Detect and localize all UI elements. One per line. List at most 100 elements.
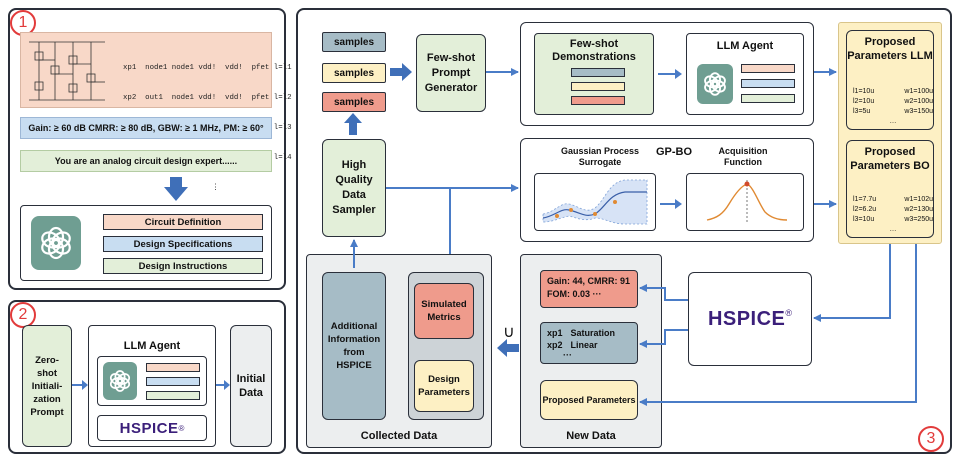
param-value: w2=130u — [904, 206, 933, 213]
param-row: l1=10u w1=100u — [853, 87, 933, 97]
proposed-bo-values: l1=7.7u w1=102u l2=6.2u w2=130u l3=10u w… — [853, 195, 933, 235]
gp-bo-title: GP-BO — [656, 146, 693, 158]
param-value: w3=250u — [904, 216, 933, 223]
design-parameters-label: Design Parameters — [418, 374, 470, 398]
acquisition-plot-icon — [706, 180, 788, 224]
param-value: w3=150u — [904, 108, 933, 115]
section-number-2: 2 — [10, 302, 36, 328]
simulated-metrics-label: Simulated Metrics — [421, 299, 467, 323]
param-value: l1=10u — [853, 88, 875, 95]
demo-bar — [571, 96, 625, 105]
gp-surrogate-plot — [534, 173, 656, 231]
prompt-bundle: Circuit Definition Design Specifications… — [20, 205, 272, 281]
param-value: w2=100u — [904, 98, 933, 105]
llm-input-bar — [741, 79, 795, 88]
chatgpt-logo-icon — [697, 64, 733, 104]
demo-bar — [571, 82, 625, 91]
acquisition-function-label: Acquisition Function — [718, 146, 768, 167]
hspice-logo-text: HSPICE — [119, 419, 179, 437]
samples-box-2: samples — [322, 63, 386, 83]
zero-shot-prompt-box: Zero-shot Initiali-zation Prompt — [22, 325, 72, 447]
proposed-parameters-card: Proposed Parameters — [540, 380, 638, 420]
param-ellipsis: … — [889, 226, 897, 233]
param-value: l2=10u — [853, 98, 875, 105]
hspice-box-panel2: HSPICE® — [97, 415, 207, 441]
arrow-icon — [216, 380, 230, 390]
proposed-llm-box: Proposed Parameters LLM l1=10u w1=100u l… — [846, 30, 934, 130]
param-value: l3=5u — [853, 108, 871, 115]
arrow-icon — [72, 380, 88, 390]
op-device: xp2 — [547, 340, 563, 350]
additional-info-box: Additional Information from HSPICE — [322, 272, 386, 420]
spec-text: Gain: ≥ 60 dB CMRR: ≥ 80 dB, GBW: ≥ 1 MH… — [28, 123, 264, 133]
initial-data-label: Initial Data — [236, 373, 266, 399]
up-arrow-icon — [344, 113, 362, 135]
llm-input-bar — [146, 391, 200, 400]
few-shot-prompt-generator-box: Few-shot Prompt Generator — [416, 34, 486, 112]
param-value: l3=10u — [853, 216, 875, 223]
left-arrow-icon — [497, 339, 519, 357]
high-quality-data-sampler-label: High Quality Data Sampler — [332, 159, 376, 216]
param-row: l1=7.7u w1=102u — [853, 195, 933, 205]
acquisition-plot — [686, 173, 804, 231]
netlist-line: xp2 out1 node1 vdd! vdd! pfet l=l2 w=w2 — [123, 94, 314, 102]
metrics-line: FOM: 0.03 ··· — [547, 289, 602, 299]
param-row: l3=10u w3=250u — [853, 215, 933, 225]
chatgpt-logo-icon — [103, 362, 137, 400]
simulated-metrics-box: Simulated Metrics — [414, 283, 474, 339]
union-symbol: ∪ — [503, 324, 515, 341]
specification-card: Gain: ≥ 60 dB CMRR: ≥ 80 dB, GBW: ≥ 1 MH… — [20, 117, 272, 139]
samples-box-1: samples — [322, 32, 386, 52]
proposed-bo-box: Proposed Parameters BO l1=7.7u w1=102u l… — [846, 140, 934, 238]
param-row: l2=10u w2=100u — [853, 97, 933, 107]
few-shot-prompt-generator-label: Few-shot Prompt Generator — [424, 51, 478, 94]
arrow-icon — [660, 199, 682, 209]
op-row: xp1 Saturation — [547, 327, 631, 339]
llm-input-bar — [741, 94, 795, 103]
proposed-bo-title: Proposed Parameters BO — [850, 146, 930, 172]
param-row: l2=6.2u w2=130u — [853, 205, 933, 215]
samples-box-3: samples — [322, 92, 386, 112]
section-number-1: 1 — [10, 10, 36, 36]
circuit-definition-card: xp1 node1 node1 vdd! vdd! pfet l=l1 w=w1… — [20, 32, 314, 192]
op-region: Linear — [570, 340, 598, 350]
llm-input-bar — [146, 363, 200, 372]
proposed-llm-title: Proposed Parameters LLM — [847, 36, 933, 62]
initial-data-box: Initial Data — [230, 325, 272, 447]
llm-input-bar — [741, 64, 795, 73]
op-region: Saturation — [570, 328, 616, 338]
circuit-schematic-icon — [29, 41, 105, 101]
section-number-3: 3 — [918, 426, 944, 452]
param-value: w1=100u — [904, 88, 933, 95]
circuit-definition-item: Circuit Definition — [103, 214, 263, 230]
zero-shot-prompt-label: Zero-shot Initiali-zation Prompt — [30, 354, 64, 418]
llm-agent-panel3: LLM Agent — [686, 33, 804, 115]
llm-agent-panel3-label: LLM Agent — [716, 40, 774, 52]
design-instructions-item: Design Instructions — [103, 258, 263, 274]
param-value: l1=7.7u — [853, 196, 877, 203]
instruction-card: You are an analog circuit design expert.… — [20, 150, 272, 172]
new-data-label: New Data — [566, 430, 616, 442]
demo-bar — [571, 68, 625, 77]
design-parameters-box: Design Parameters — [414, 360, 474, 412]
gp-surrogate-plot-icon — [542, 179, 648, 225]
hspice-logo-text: HSPICE — [707, 307, 786, 330]
llm-input-bar — [146, 377, 200, 386]
proposed-parameters-label: Proposed Parameters — [542, 395, 636, 405]
collected-data-label: Collected Data — [360, 430, 438, 442]
high-quality-data-sampler-box: High Quality Data Sampler — [322, 139, 386, 237]
llm-agent-inner — [97, 356, 207, 406]
op-row: xp2 Linear — [547, 339, 631, 351]
down-arrow-icon — [164, 177, 188, 201]
design-specifications-item: Design Specifications — [103, 236, 263, 252]
arrow-icon — [658, 69, 682, 79]
llm-agent-title: LLM Agent — [123, 340, 181, 352]
param-ellipsis: … — [889, 118, 897, 125]
few-shot-demos-label: Few-shot Demonstrations — [552, 38, 636, 63]
additional-info-label: Additional Information from HSPICE — [327, 321, 381, 371]
instruction-text: You are an analog circuit design expert.… — [54, 156, 238, 166]
metrics-line: Gain: 44, CMRR: 91 — [547, 276, 631, 286]
hspice-box-panel3: HSPICE® — [688, 272, 812, 366]
right-arrow-icon — [390, 63, 412, 81]
param-value: l2=6.2u — [853, 206, 877, 213]
